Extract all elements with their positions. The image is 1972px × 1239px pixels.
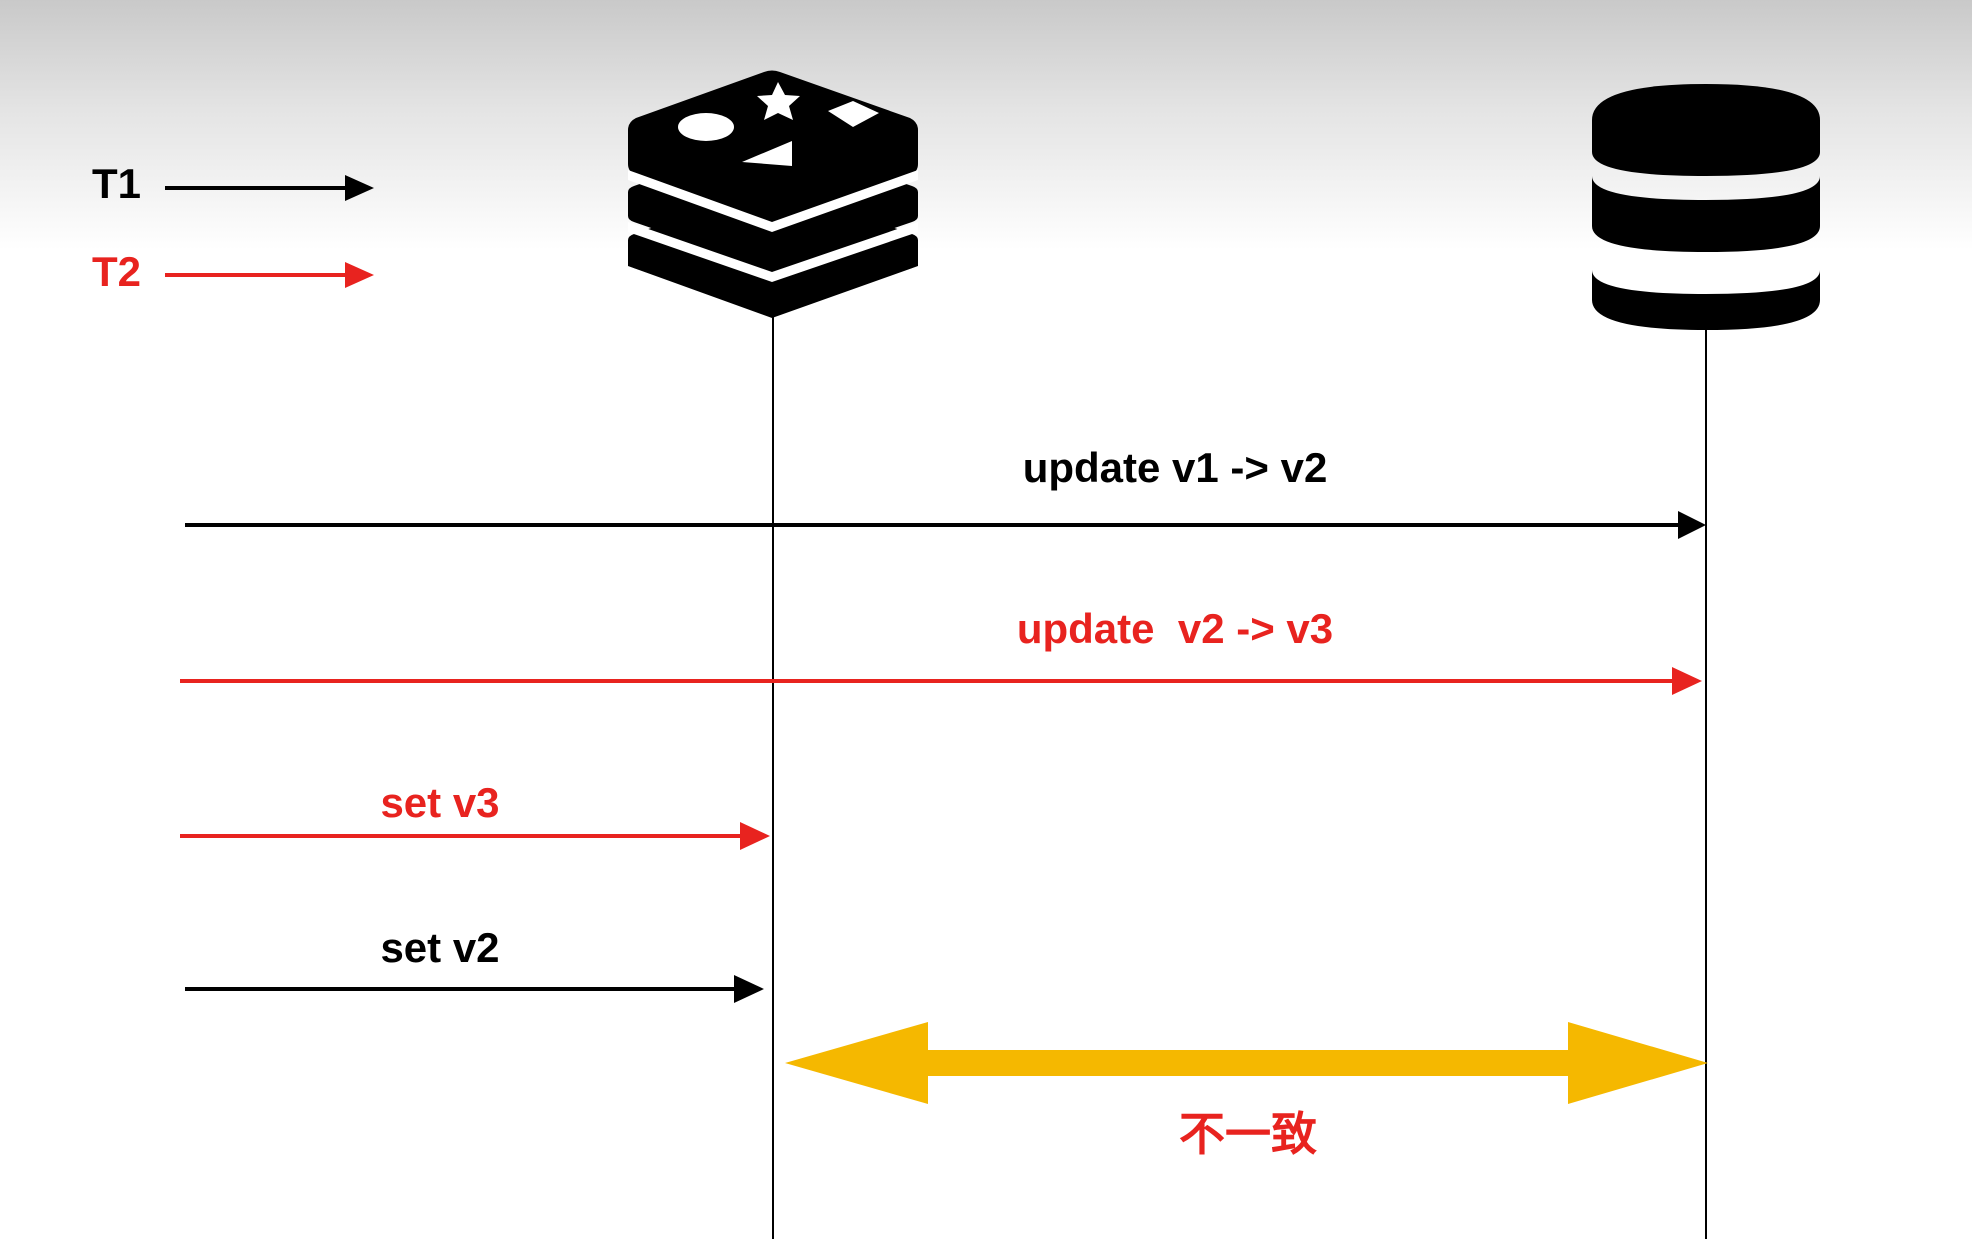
arrow-head <box>1672 667 1702 695</box>
legend-t2-arrow <box>165 262 374 288</box>
database-icon <box>1592 84 1820 330</box>
arrow-head <box>740 822 770 850</box>
legend: T1 T2 <box>92 160 374 295</box>
arrow-head <box>1678 511 1706 539</box>
message-label: set v3 <box>380 779 499 826</box>
message-update-v2-v3: update v2 -> v3 <box>180 605 1702 695</box>
message-set-v2: set v2 <box>185 924 764 1003</box>
message-label: update v2 -> v3 <box>1017 605 1333 652</box>
legend-t1-label: T1 <box>92 160 141 207</box>
inconsistency-label: 不一致 <box>1179 1108 1317 1160</box>
message-update-v1-v2: update v1 -> v2 <box>185 444 1706 539</box>
arrow-head <box>734 975 764 1003</box>
message-label: set v2 <box>380 924 499 971</box>
redis-logo-icon <box>628 70 918 318</box>
legend-t1-arrow <box>165 175 374 201</box>
inconsistency-double-arrow <box>785 1022 1708 1104</box>
message-label: update v1 -> v2 <box>1023 444 1328 491</box>
message-set-v3: set v3 <box>180 779 770 850</box>
legend-t2-label: T2 <box>92 248 141 295</box>
